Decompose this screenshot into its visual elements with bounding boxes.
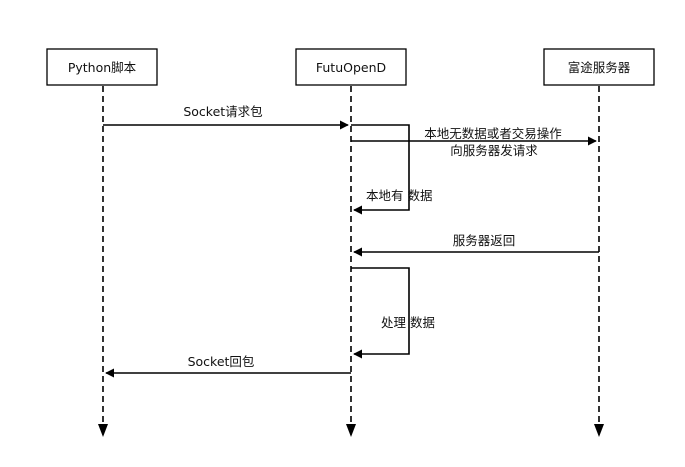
futuopend-lifeline-end-arrow <box>346 424 356 437</box>
socket-request-label: Socket请求包 <box>183 104 262 119</box>
local-data-loop-arrow <box>351 124 410 215</box>
local-data-label: 本地有 数据 <box>366 188 432 203</box>
forward-request-label-line2: 向服务器发请求 <box>450 143 538 158</box>
socket-reply-label: Socket回包 <box>188 354 255 369</box>
participant-futuopend-label: FutuOpenD <box>316 60 386 75</box>
process-data-label: 处理 数据 <box>381 315 435 330</box>
participant-python: Python脚本 <box>46 48 158 86</box>
process-data-loop-arrow <box>351 267 410 359</box>
participant-server-label: 富途服务器 <box>568 60 631 75</box>
server-return-label: 服务器返回 <box>453 233 516 248</box>
forward-request-label-line1: 本地无数据或者交易操作 <box>424 126 562 141</box>
participant-python-box <box>46 48 158 86</box>
participant-futuopend: FutuOpenD <box>295 48 407 86</box>
participant-server-box <box>543 48 655 86</box>
python-lifeline-end-arrow <box>98 424 108 437</box>
participant-server: 富途服务器 <box>543 48 655 86</box>
participant-python-label: Python脚本 <box>68 60 137 75</box>
participant-futuopend-box <box>295 48 407 86</box>
server-lifeline-end-arrow <box>594 424 604 437</box>
